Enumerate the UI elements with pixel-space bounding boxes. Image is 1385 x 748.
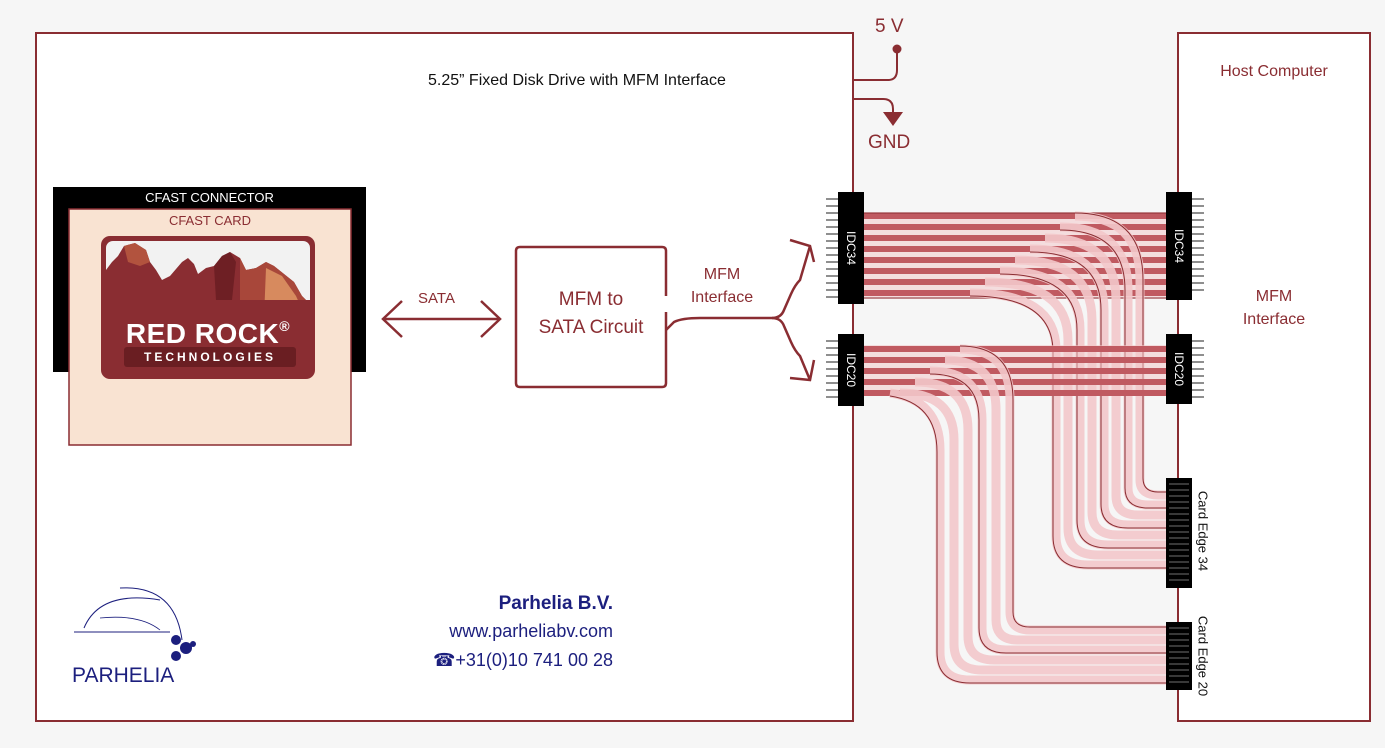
gnd-line [853,98,894,113]
vcc-label: 5 V [875,16,904,37]
company-phone-row: ☎+31(0)10 741 00 28 [433,650,613,671]
gnd-label: GND [868,132,911,153]
drive-mfm-line1: MFM [703,266,741,283]
logo-line2: TECHNOLOGIES [143,350,276,364]
circuit-line1: MFM to [558,289,624,310]
mfm-sata-circuit [514,245,668,389]
cfast-card-label: CFAST CARD [168,213,252,228]
power-5v-terminal [892,44,902,54]
host-idc34-connector [1166,192,1204,300]
host-idc34-label: IDC34 [1172,228,1186,264]
ribbon-idc34 [862,211,1170,570]
drive-title: 5.25” Fixed Disk Drive with MFM Interfac… [428,72,726,89]
mfm-split-arrows [665,238,816,382]
host-idc20-label: IDC20 [1172,351,1186,387]
host-frame [1177,32,1371,722]
cfast-connector-label: CFAST CONNECTOR [145,190,274,205]
card-edge34-label: Card Edge 34 [1195,490,1211,572]
logo-line1: RED ROCK [125,318,280,349]
drive-idc34-label: IDC34 [844,230,858,266]
power-5v-line [853,52,898,81]
host-title: Host Computer [1220,63,1328,80]
parhelia-logo [74,587,196,661]
card-edge20-label: Card Edge 20 [1195,615,1211,697]
card-edge-20-connector [1166,622,1192,690]
gnd-arrow-icon [883,112,903,126]
sata-double-arrow [381,300,502,338]
host-mfm-line2: Interface [1242,311,1306,328]
company-website[interactable]: www.parheliabv.com [449,621,613,641]
card-edge-34-connector [1166,478,1192,588]
drive-idc34-connector [826,192,864,304]
host-mfm-line1: MFM [1255,288,1293,305]
drive-mfm-line2: Interface [690,289,754,306]
circuit-line2: SATA Circuit [538,317,644,338]
logo-red-rock-text: RED ROCK® [106,318,310,350]
ribbon-idc20 [862,344,1170,685]
company-name: Parhelia B.V. [498,593,613,614]
drive-idc20-label: IDC20 [844,352,858,388]
parhelia-logo-text: PARHELIA [72,664,175,687]
phone-icon: ☎ [432,650,456,670]
host-idc20-connector [1166,334,1204,404]
company-phone[interactable]: +31(0)10 741 00 28 [455,650,613,670]
drive-idc20-connector [826,334,864,406]
logo-registered: ® [279,318,291,334]
red-rock-logo [101,236,315,379]
sata-label: SATA [418,290,455,307]
